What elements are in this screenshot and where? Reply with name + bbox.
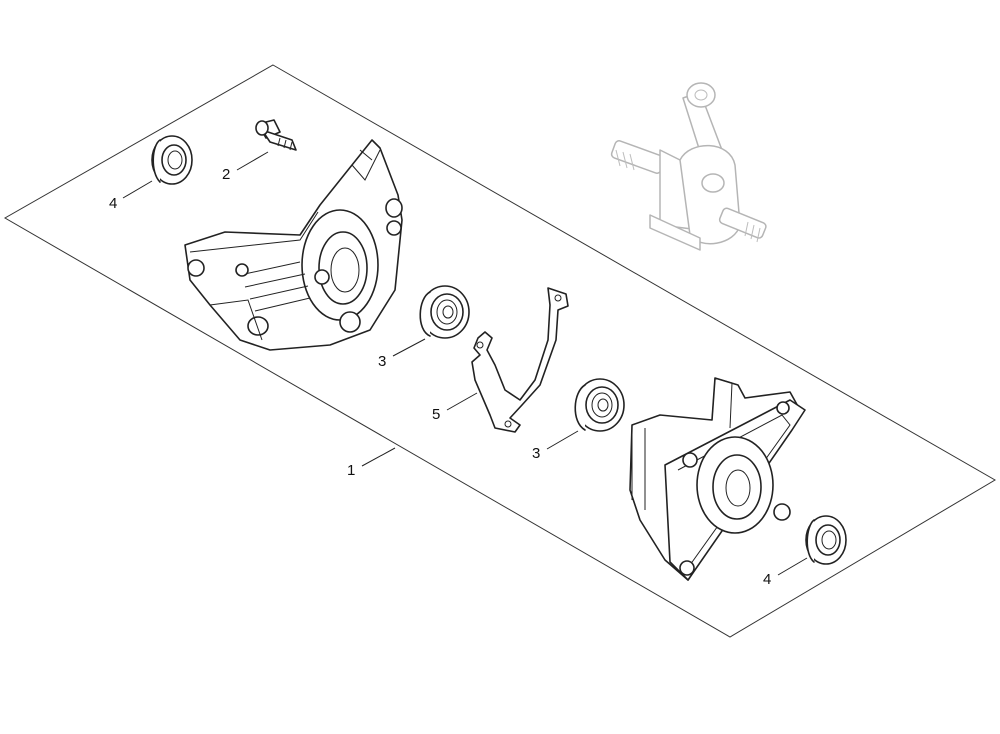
leader-3b: [546, 430, 579, 450]
assembly-boundary: [3, 64, 996, 638]
leader-5: [446, 392, 478, 411]
callout-4-upper: 4: [109, 195, 117, 212]
gasket: [471, 287, 569, 433]
ball-bearing-upper: [419, 285, 470, 339]
callout-5: 5: [432, 406, 440, 423]
leader-1: [361, 447, 396, 467]
crankcase-half-left: [184, 139, 403, 351]
ball-bearing-lower: [574, 378, 625, 432]
leader-4b: [777, 557, 808, 576]
seal-ring-lower: [805, 515, 847, 565]
fitting-nipple: [255, 119, 297, 151]
callout-3-lower: 3: [532, 445, 540, 462]
crankcase-half-right: [629, 377, 806, 581]
callout-2: 2: [222, 166, 230, 183]
leader-4a: [122, 180, 153, 199]
crankshaft-ghost: [610, 82, 767, 251]
callout-3-upper: 3: [378, 353, 386, 370]
leader-2: [236, 151, 269, 171]
seal-ring-upper: [151, 135, 193, 185]
callout-4-lower: 4: [763, 571, 771, 588]
callout-1: 1: [347, 462, 355, 479]
leader-3a: [392, 338, 426, 357]
